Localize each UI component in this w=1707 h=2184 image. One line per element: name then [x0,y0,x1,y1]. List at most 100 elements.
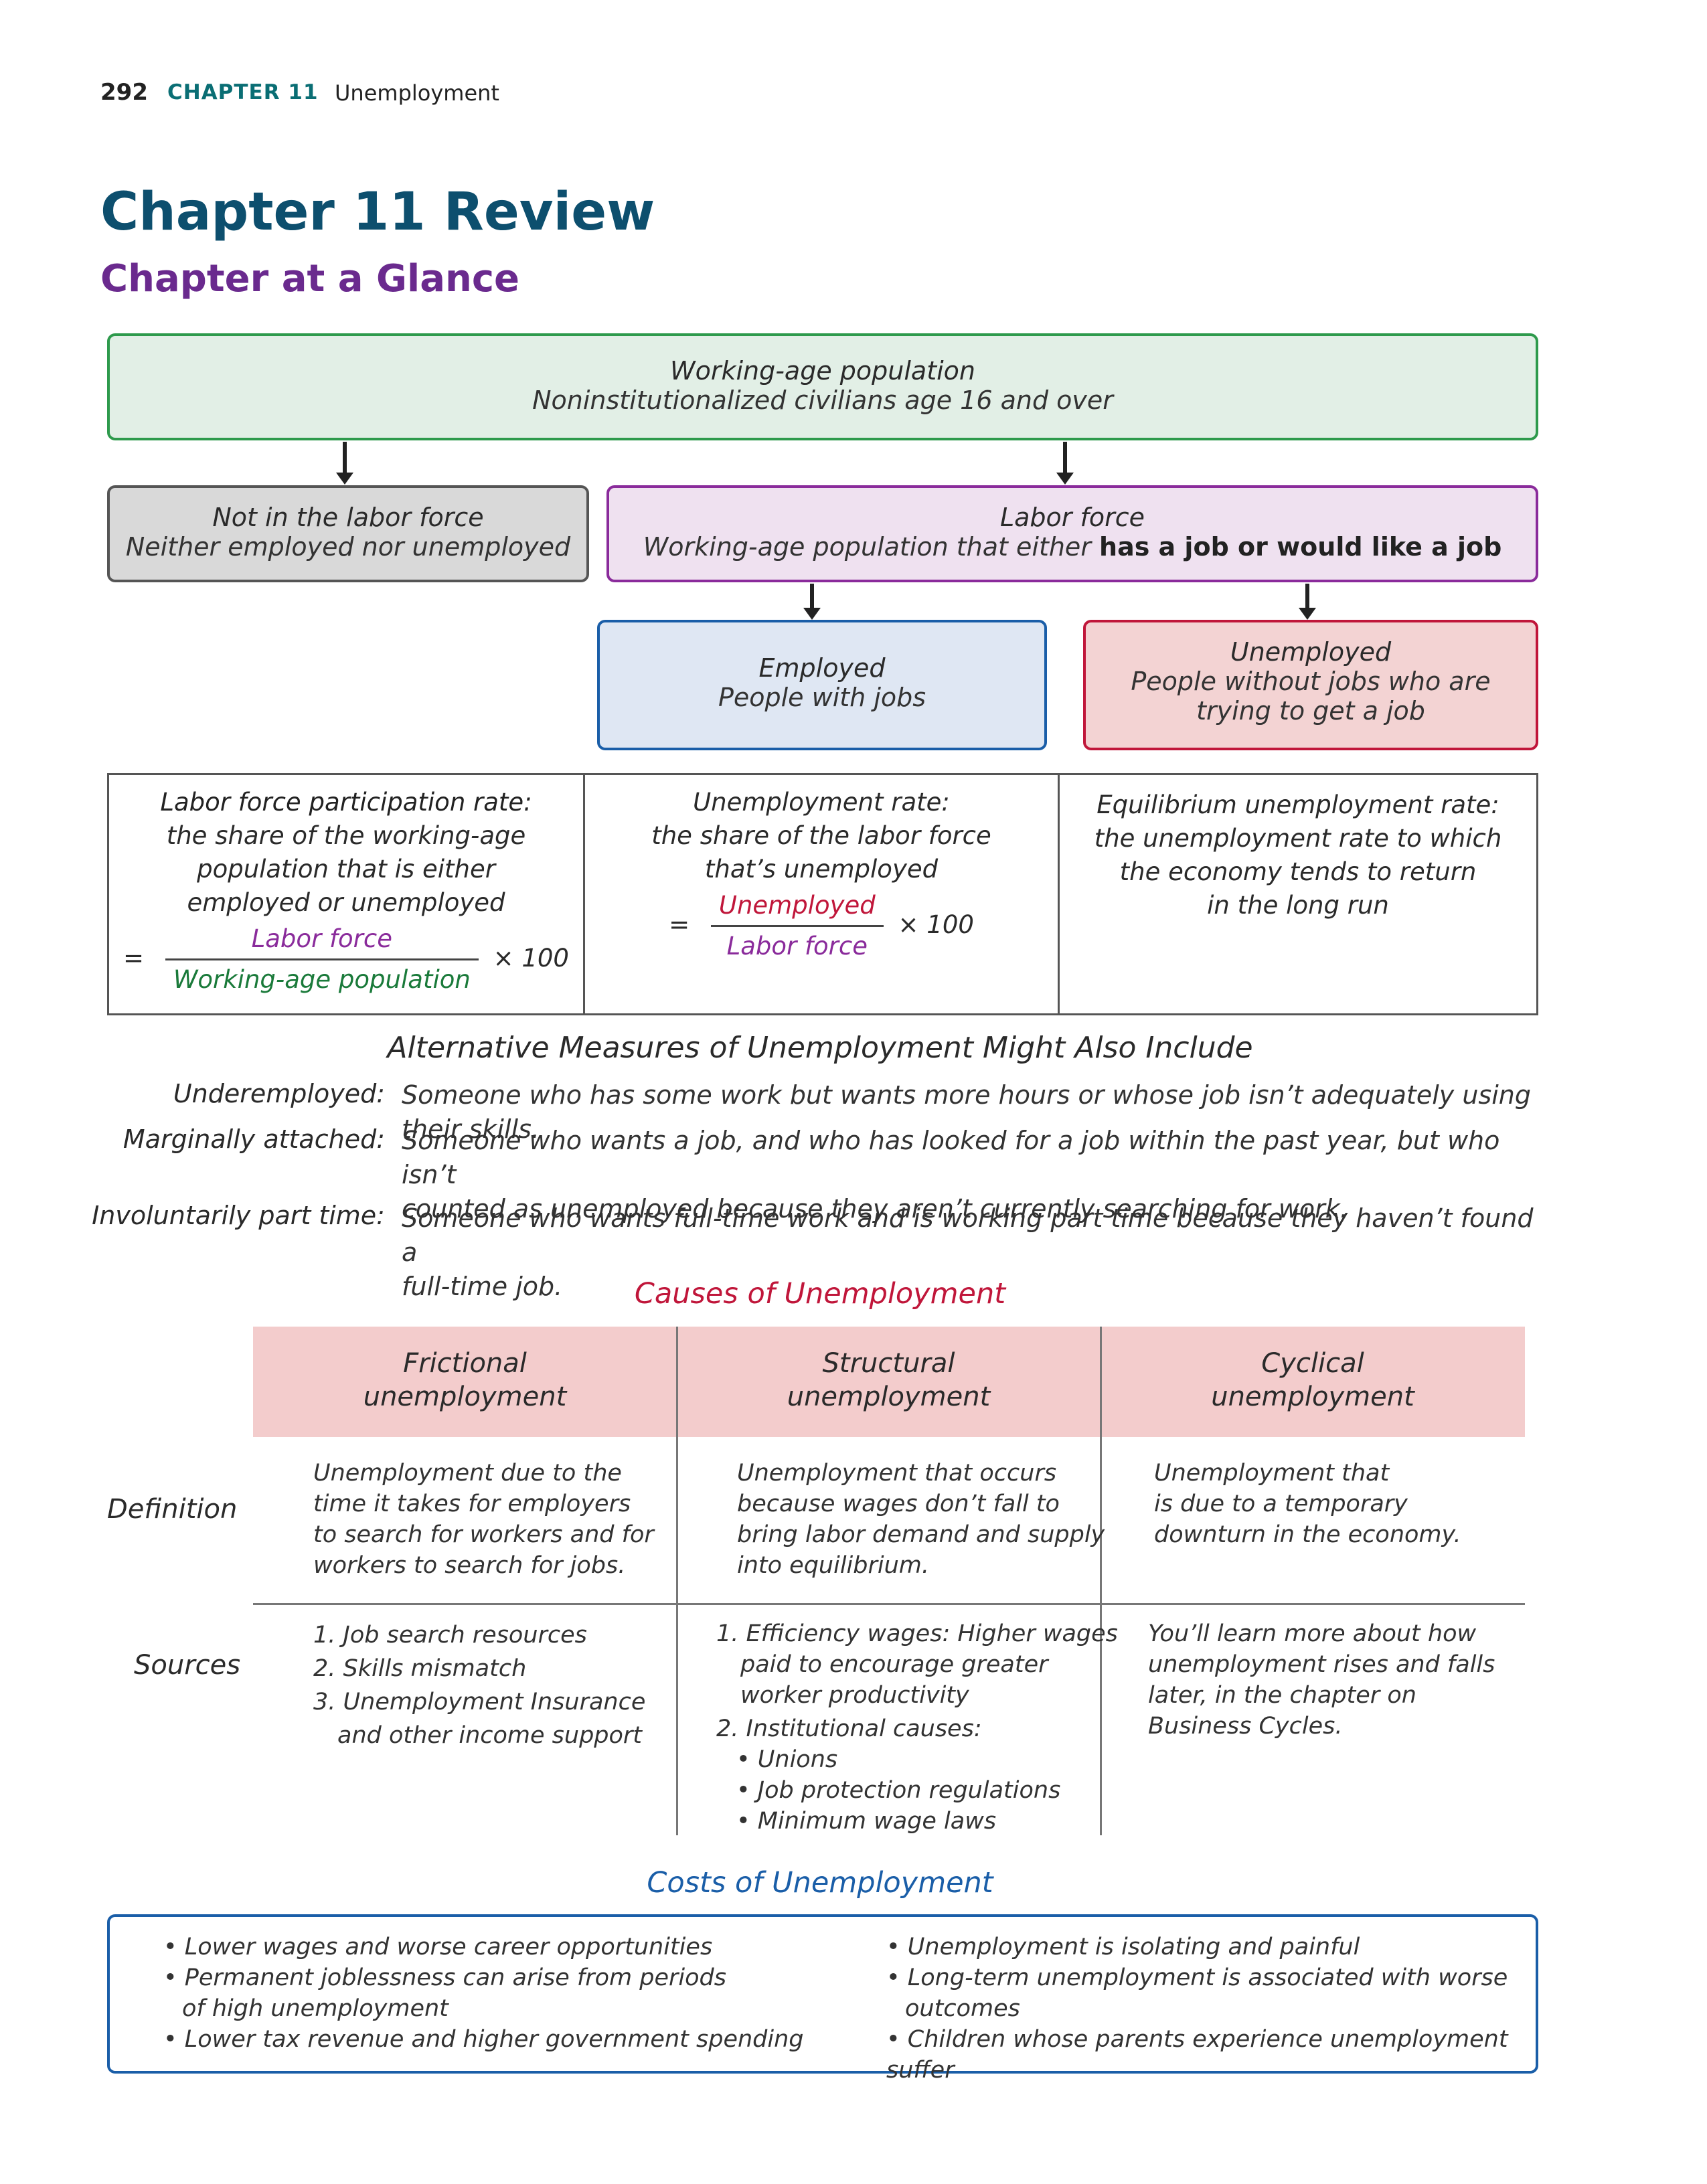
not-in-labor-force-desc: Neither employed nor unemployed [125,532,571,562]
not-in-labor-force-title: Not in the labor force [212,503,484,532]
cell-line: because wages don’t fall to [737,1491,1060,1517]
participation-denominator: Working-age population [173,965,471,994]
unemployment-numerator: Unemployed [710,889,884,927]
cost-item: outcomes [905,1995,1020,2022]
employed-title: Employed [758,653,886,683]
structural-definition: Unemployment that occurs because wages d… [737,1458,1105,1581]
rates-divider [583,775,585,1013]
review-title: Chapter 11 Review [100,182,655,242]
structural-header: Structural unemployment [677,1327,1101,1437]
arrow-to-unemployed [1299,584,1316,620]
rates-divider [1058,775,1060,1013]
participation-numerator: Labor force [165,922,479,960]
unemployment-rate-line2: that’s unemployed [704,855,939,884]
participation-rate-formula: = Labor force Working-age population × 1… [109,922,583,997]
structural-sources: 1. Efficiency wages: Higher wages paid t… [716,1618,1118,1837]
source-item: later, in the chapter on [1148,1682,1416,1709]
unemployment-rate-formula: = Unemployed Labor force × 100 [585,889,1058,963]
alt-definition-line: Someone who wants full-time work and is … [402,1203,1534,1267]
cyclical-header: Cyclical unemployment [1101,1327,1525,1437]
header-line: Structural [822,1348,955,1379]
alt-term: Involuntarily part time: [92,1201,385,1230]
column-divider [1100,1327,1102,1835]
cyclical-sources: You’ll learn more about how unemployment… [1148,1618,1495,1742]
cost-item: • Unemployment is isolating and painful [886,1934,1360,1960]
labor-force-desc: Working-age population that either [643,532,1100,562]
participation-rate-line3: employed or unemployed [187,888,505,917]
cell-line: Unemployment due to the [313,1460,622,1487]
costs-left-list: • Lower wages and worse career opportuni… [163,1932,804,2055]
cell-line: into equilibrium. [737,1552,930,1579]
cost-item: of high unemployment [182,1995,449,2022]
causes-title: Causes of Unemployment [634,1277,1006,1311]
working-age-box: Working-age population Noninstitutionali… [107,333,1538,440]
alt-definition-line: Someone who has some work but wants more… [402,1080,1531,1144]
column-divider [676,1327,678,1835]
unemployment-denominator: Labor force [726,932,868,960]
equilibrium-rate-line2: the economy tends to return [1119,857,1477,886]
alt-definition: Someone who wants a job, and who has loo… [402,1124,1553,1226]
alt-definition-line: full-time job. [402,1272,563,1301]
alt-definition-line: counted as unemployed because they aren’… [402,1194,1348,1224]
source-item: • Unions [736,1746,838,1773]
cost-item: • Lower wages and worse career opportuni… [163,1934,713,1960]
header-line: Frictional [403,1348,527,1379]
source-item: 2. Skills mismatch [313,1655,527,1682]
source-item: You’ll learn more about how [1148,1620,1477,1647]
chapter-label: CHAPTER 11 [167,80,319,104]
page-number: 292 [100,79,148,106]
source-item: Business Cycles. [1148,1713,1343,1740]
source-item: paid to encourage greater [740,1651,1048,1678]
labor-force-box: Labor force Working-age population that … [606,485,1538,582]
cell-line: to search for workers and for [313,1521,654,1548]
source-item: 3. Unemployment Insurance [313,1689,646,1715]
unemployment-rate-line1: the share of the labor force [651,821,991,850]
times-100: × 100 [898,910,974,939]
section-subtitle: Chapter at a Glance [100,257,520,301]
source-item: unemployment rises and falls [1148,1651,1495,1678]
unemployment-rate-title: Unemployment rate: [693,788,950,817]
alt-definition: Someone who wants full-time work and is … [402,1201,1553,1304]
equals-sign: = [669,910,690,939]
cost-item: • Permanent joblessness can arise from p… [163,1964,727,1991]
row-label-sources: Sources [134,1650,241,1681]
causes-header-row: Frictional unemployment Structural unemp… [253,1327,1525,1437]
equilibrium-rate-line3: in the long run [1207,891,1389,920]
cost-item: • Lower tax revenue and higher governmen… [163,2026,804,2053]
chapter-title: Unemployment [335,80,499,106]
cell-line: time it takes for employers [313,1491,631,1517]
equilibrium-rate-cell: Equilibrium unemployment rate: the unemp… [1060,775,1536,1013]
cyclical-definition: Unemployment that is due to a temporary … [1154,1458,1461,1550]
row-divider [253,1603,1525,1605]
cell-line: bring labor demand and supply [737,1521,1105,1548]
alt-definition: Someone who has some work but wants more… [402,1078,1553,1147]
employed-desc: People with jobs [718,683,926,712]
cell-line: downturn in the economy. [1154,1521,1461,1548]
rates-table: Labor force participation rate: the shar… [107,773,1538,1015]
unemployed-desc-line1: People without jobs who are [1131,667,1491,696]
labor-force-title: Labor force [999,503,1145,532]
cell-line: Unemployment that [1154,1460,1390,1487]
times-100: × 100 [493,944,569,973]
unemployed-desc-line2: trying to get a job [1196,696,1425,726]
header-line: unemployment [1211,1381,1414,1412]
equilibrium-rate-line1: the unemployment rate to which [1094,824,1502,853]
unemployed-box: Unemployed People without jobs who are t… [1083,620,1538,750]
row-label-definition: Definition [107,1494,238,1525]
alt-definition-line: Someone who wants a job, and who has loo… [402,1126,1500,1189]
source-item: 2. Institutional causes: [716,1715,982,1742]
source-item: 1. Job search resources [313,1622,587,1649]
unemployment-fraction: Unemployed Labor force [710,889,884,963]
working-age-title: Working-age population [670,356,975,386]
cost-item: • Children whose parents experience unem… [886,2026,1508,2084]
alt-term: Underemployed: [173,1079,385,1108]
participation-rate-line1: the share of the working-age [166,821,526,850]
source-item: • Job protection regulations [736,1777,1061,1804]
frictional-sources: 1. Job search resources 2. Skills mismat… [313,1618,645,1752]
unemployed-title: Unemployed [1230,637,1392,667]
cost-item: • Long-term unemployment is associated w… [886,1964,1508,1991]
source-item: worker productivity [740,1682,969,1709]
arrow-to-labor-force [1056,442,1074,485]
employed-box: Employed People with jobs [597,620,1047,750]
header-line: Cyclical [1261,1348,1364,1379]
